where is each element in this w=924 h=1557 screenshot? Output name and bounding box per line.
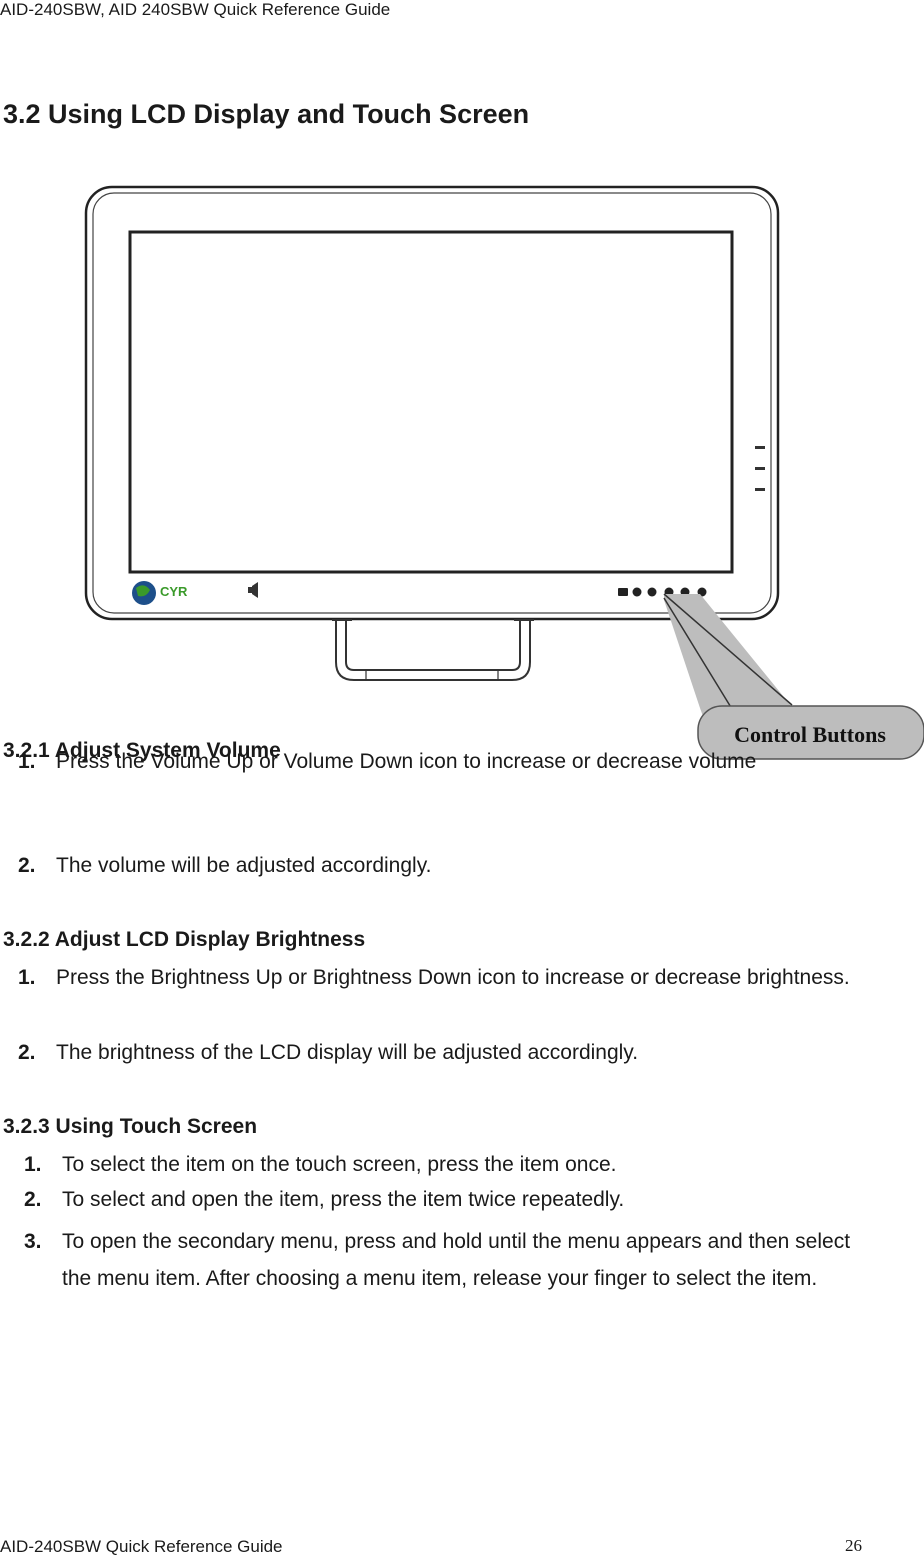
list-number: 1.	[18, 750, 36, 773]
cyr-logo: CYR	[132, 581, 188, 605]
list-number: 2.	[24, 1188, 42, 1211]
list-text: To open the secondary menu, press and ho…	[62, 1230, 851, 1290]
monitor-bezel-inner	[92, 192, 772, 614]
page-footer: AID-240SBW Quick Reference Guide	[0, 1537, 283, 1556]
list-number: 2.	[18, 854, 36, 877]
section-heading-touch-screen: 3.2.3 Using Touch Screen	[3, 1115, 258, 1138]
control-button-2[interactable]	[632, 587, 642, 597]
monitor-figure: CYR Control Buttons	[84, 185, 924, 760]
list-text: The brightness of the LCD display will b…	[56, 1041, 639, 1064]
speaker-icon	[248, 582, 258, 598]
list-number: 3.	[24, 1230, 42, 1253]
list-number: 1.	[24, 1153, 42, 1176]
section-heading-brightness: 3.2.2 Adjust LCD Display Brightness	[3, 928, 366, 951]
list-text: The volume will be adjusted accordingly.	[56, 854, 432, 877]
list-number: 1.	[18, 966, 36, 989]
callout-label: Control Buttons	[734, 722, 886, 747]
list-text: Press the Brightness Up or Brightness Do…	[56, 966, 850, 989]
monitor-stand	[332, 619, 534, 681]
control-button-3[interactable]	[647, 587, 657, 597]
list-text: Press the Volume Up or Volume Down icon …	[56, 750, 757, 773]
section-heading-volume: 3.2.1 Adjust System Volume	[3, 739, 281, 762]
list-number: 2.	[18, 1041, 36, 1064]
list-text: To select and open the item, press the i…	[62, 1188, 625, 1211]
usb-port-icons	[755, 446, 765, 491]
control-button-1[interactable]	[618, 588, 628, 596]
list-text: To select the item on the touch screen, …	[62, 1153, 617, 1176]
callout-bubble	[697, 705, 924, 760]
page-title: 3.2 Using LCD Display and Touch Screen	[3, 99, 530, 129]
lcd-screen	[128, 230, 734, 574]
page-header: AID-240SBW, AID 240SBW Quick Reference G…	[0, 0, 391, 19]
callout-pointer	[664, 594, 876, 740]
logo-text: CYR	[160, 584, 188, 599]
page-number: 26	[845, 1536, 862, 1555]
